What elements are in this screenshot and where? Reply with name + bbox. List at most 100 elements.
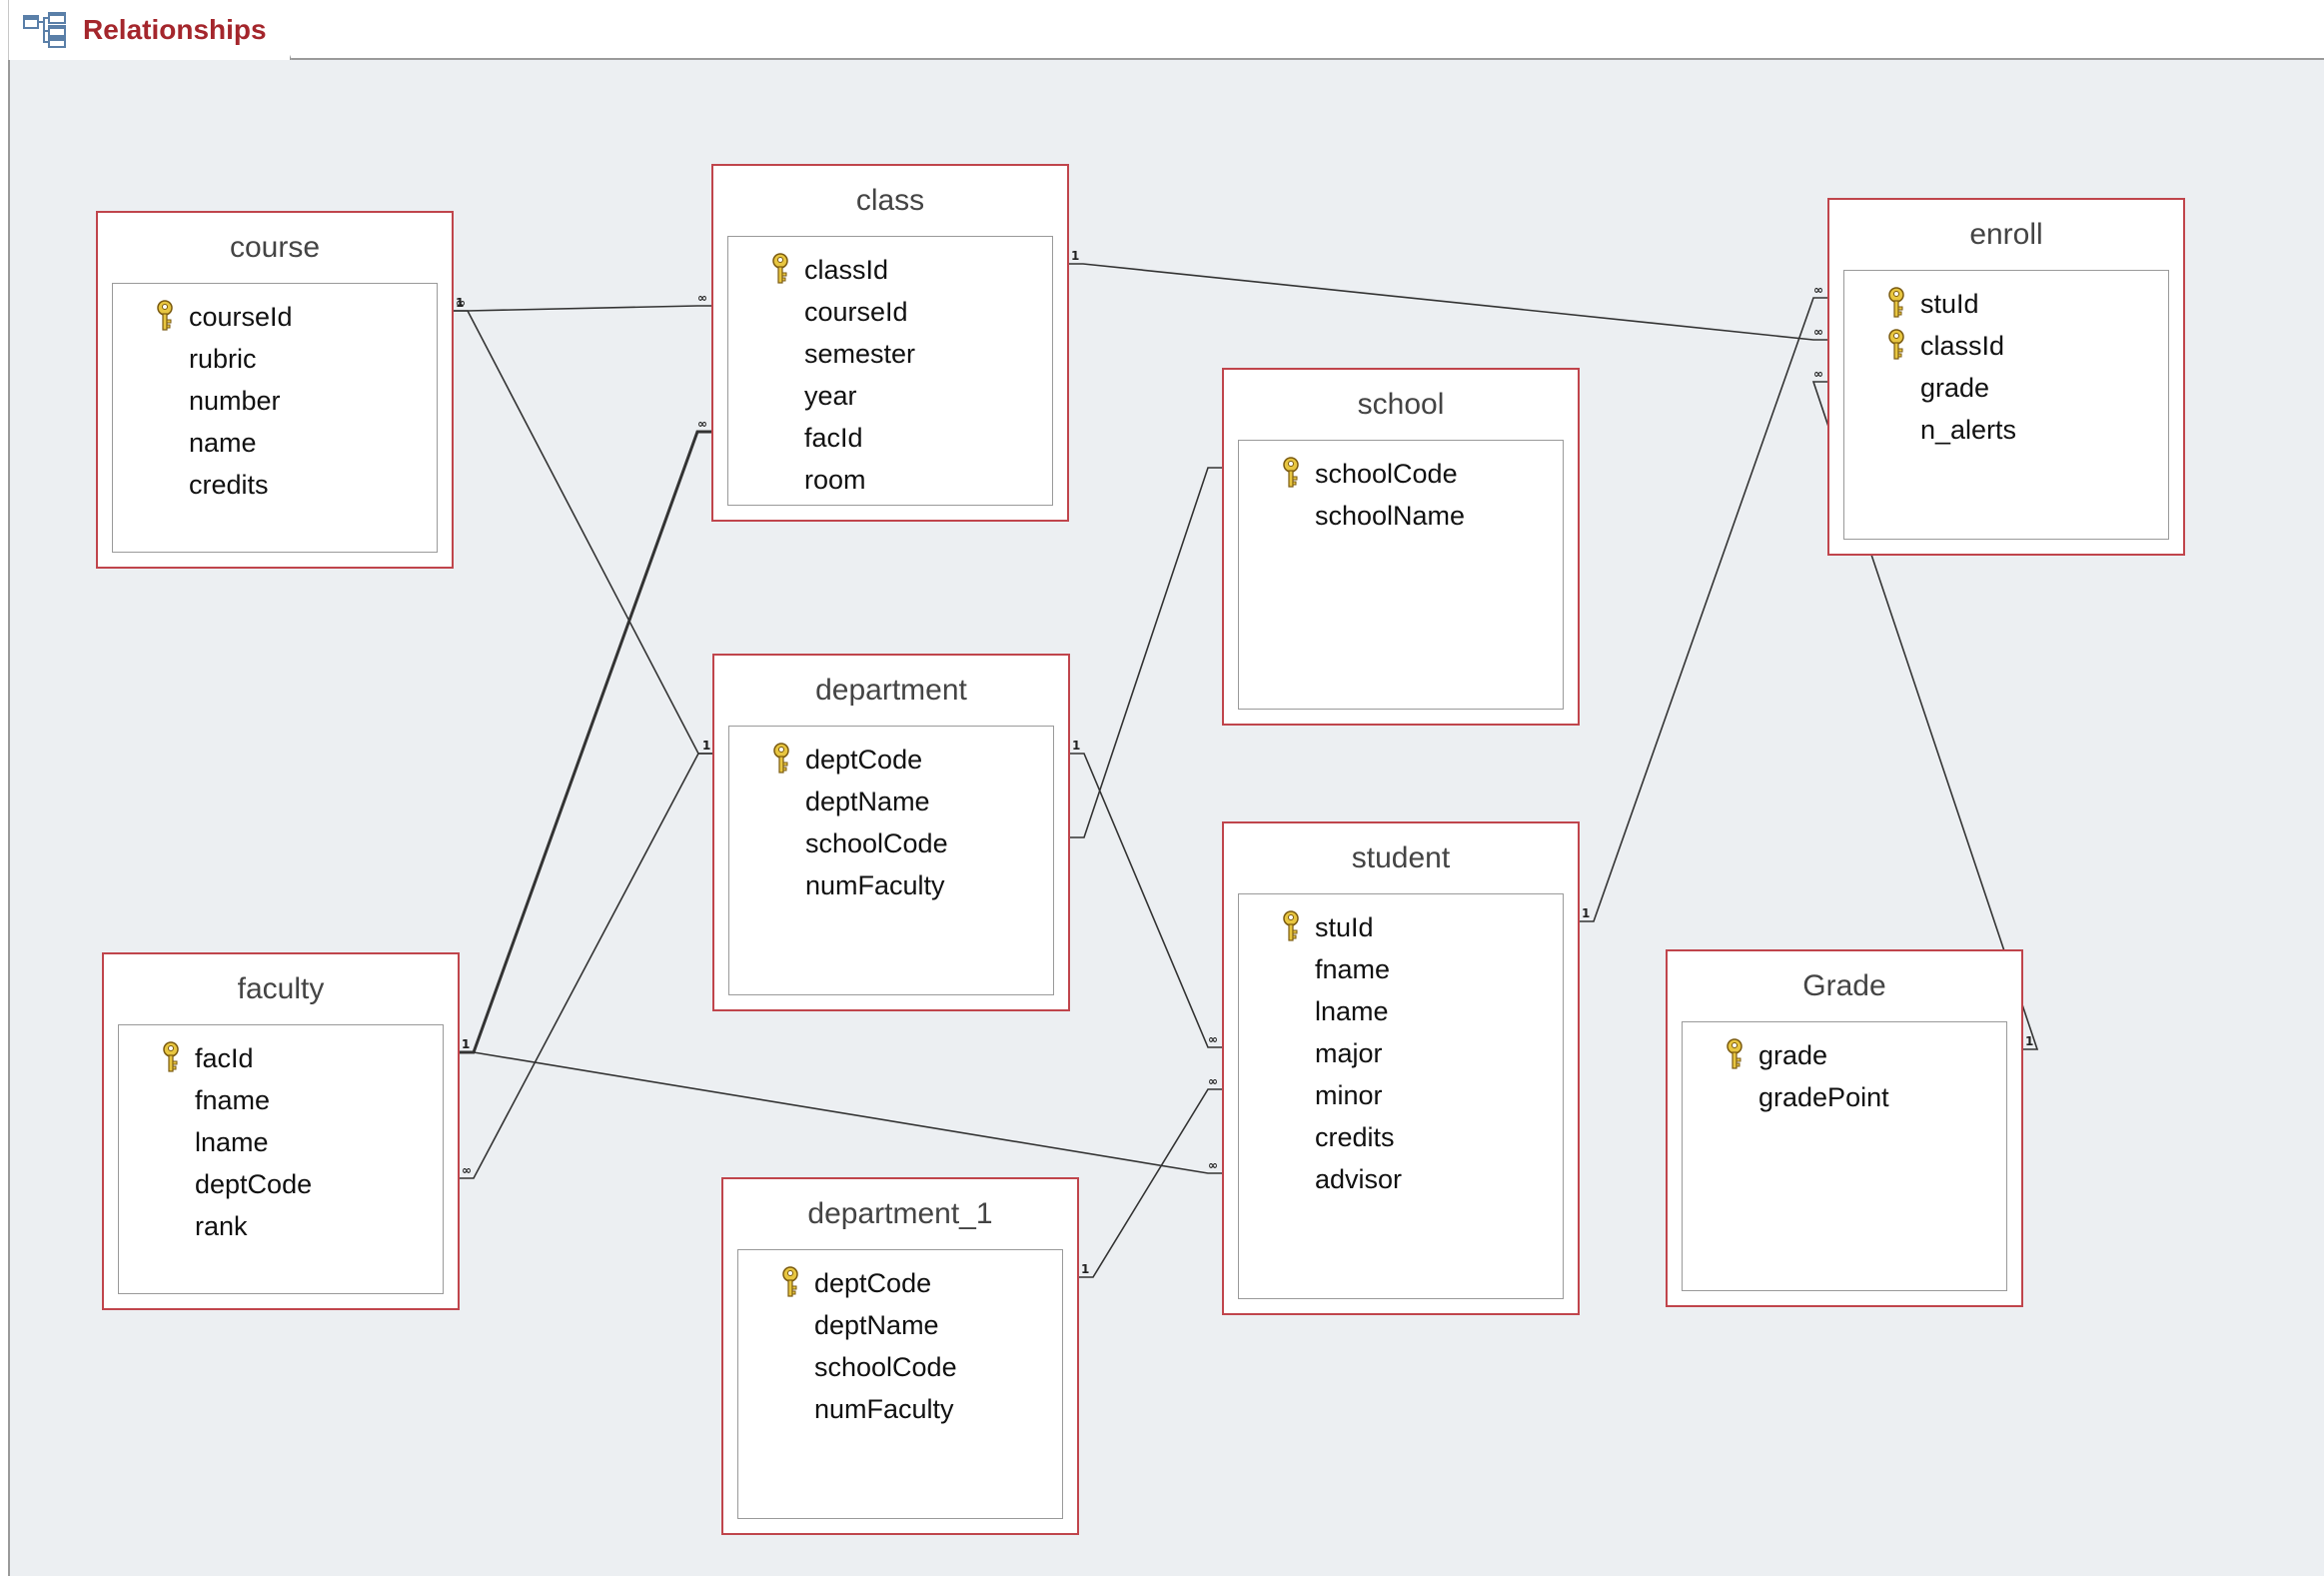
primary-key-icon [1283,457,1299,488]
field-row[interactable]: fname [119,1083,443,1125]
table-title[interactable]: department [815,674,967,707]
primary-key-icon [773,743,789,774]
field-row[interactable]: grade [1844,371,2168,413]
field-row[interactable]: schoolName [1239,499,1563,541]
field-row[interactable]: n_alerts [1844,413,2168,455]
field-row[interactable]: semester [728,337,1052,379]
primary-key-icon [1283,910,1299,941]
primary-key-icon [772,253,788,284]
field-name: minor [1315,1080,1383,1110]
primary-key-icon [782,1266,798,1297]
field-row[interactable]: grade [1683,1038,2006,1080]
field-list[interactable]: deptCode deptName schoolCode numFaculty [737,1249,1063,1519]
field-name: deptName [814,1310,939,1340]
table-title[interactable]: class [855,184,925,217]
field-name: facId [804,423,863,453]
field-row[interactable]: lname [1239,994,1563,1036]
field-name: name [189,428,257,458]
field-row[interactable]: credits [1239,1120,1563,1162]
field-name: stuId [1920,289,1979,319]
field-name: grade [1758,1040,1828,1070]
table-title[interactable]: school [1357,388,1445,421]
field-name: credits [1315,1122,1395,1152]
field-name: classId [804,255,889,285]
field-name: classId [1920,331,2005,361]
field-row[interactable]: deptCode [729,743,1053,785]
field-name: rank [195,1211,248,1241]
field-row[interactable]: classId [728,253,1052,295]
field-name: credits [189,470,269,500]
field-row[interactable]: rank [119,1209,443,1251]
field-row[interactable]: major [1239,1036,1563,1078]
table-title[interactable]: enroll [1969,218,2043,251]
field-name: year [804,381,857,411]
table-title[interactable]: faculty [237,972,325,1005]
field-row[interactable]: advisor [1239,1162,1563,1204]
field-row[interactable]: rubric [113,342,437,384]
field-row[interactable]: year [728,379,1052,421]
field-row[interactable]: credits [113,468,437,510]
field-row[interactable]: facId [119,1041,443,1083]
field-row[interactable]: deptName [738,1308,1062,1350]
primary-key-icon [1888,287,1904,318]
field-name: advisor [1315,1164,1403,1194]
field-row[interactable]: stuId [1844,287,2168,329]
field-name: major [1315,1038,1383,1068]
field-row[interactable]: courseId [113,300,437,342]
field-row[interactable]: stuId [1239,910,1563,952]
field-name: stuId [1315,912,1374,942]
field-row[interactable]: deptName [729,785,1053,826]
field-row[interactable]: lname [119,1125,443,1167]
field-row[interactable]: schoolCode [738,1350,1062,1392]
field-row[interactable]: room [728,463,1052,505]
field-row[interactable]: name [113,426,437,468]
field-list[interactable]: grade gradePoint [1682,1021,2007,1291]
field-row[interactable]: number [113,384,437,426]
field-row[interactable]: schoolCode [729,826,1053,868]
table-title[interactable]: Grade [1802,969,1886,1002]
field-row[interactable]: deptCode [738,1266,1062,1308]
field-name: lname [195,1127,269,1157]
table-grade[interactable]: Grade grade gradePoint [1666,949,2023,1307]
field-row[interactable]: numFaculty [738,1392,1062,1434]
field-row[interactable]: gradePoint [1683,1080,2006,1122]
field-row[interactable]: facId [728,421,1052,463]
tab-relationships[interactable]: Relationships [8,0,292,60]
field-name: n_alerts [1920,415,2017,445]
field-row[interactable]: numFaculty [729,868,1053,910]
field-row[interactable]: classId [1844,329,2168,371]
table-title[interactable]: course [229,231,321,264]
field-row[interactable]: minor [1239,1078,1563,1120]
field-name: room [804,465,866,495]
table-title[interactable]: department_1 [807,1197,993,1230]
field-name: numFaculty [805,870,945,900]
field-row[interactable]: courseId [728,295,1052,337]
field-name: lname [1315,996,1389,1026]
field-name: schoolCode [814,1352,957,1382]
table-department-1[interactable]: department_1 deptCode deptName schoolCode nu… [721,1177,1079,1535]
field-name: deptName [805,787,930,816]
field-name: deptCode [814,1268,932,1298]
field-name: courseId [804,297,908,327]
table-title[interactable]: student [1351,841,1451,874]
field-name: rubric [189,344,257,374]
field-row[interactable]: fname [1239,952,1563,994]
field-name: facId [195,1043,254,1073]
field-row[interactable]: schoolCode [1239,457,1563,499]
field-row[interactable]: deptCode [119,1167,443,1209]
primary-key-icon [1727,1038,1743,1069]
